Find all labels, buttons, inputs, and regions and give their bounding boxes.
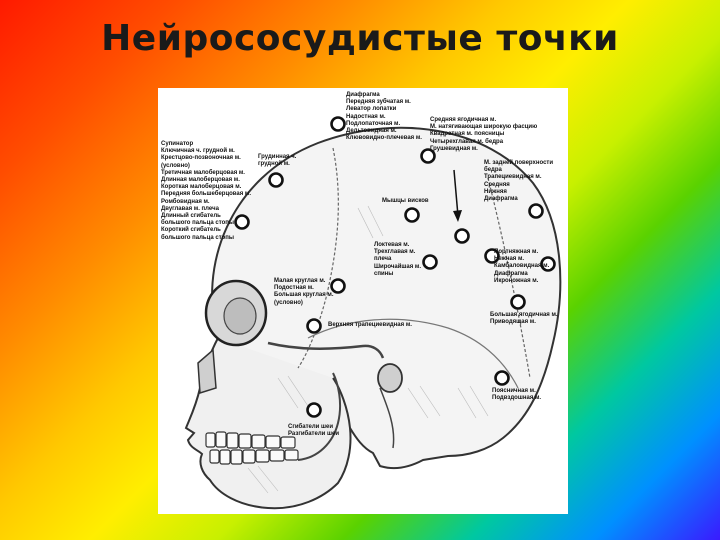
skull-illustration [184, 116, 562, 510]
zygomatic-arch [267, 341, 385, 359]
skull-shading [247, 205, 489, 494]
circle-marker-icon [454, 228, 470, 244]
eye-socket-inner [223, 297, 257, 335]
face-outline [184, 337, 352, 510]
label-left-column: Супинатор Ключичная ч. грудной м. Крестц… [161, 141, 252, 241]
circle-marker-icon [420, 148, 436, 164]
upper-teeth [205, 431, 296, 449]
label-top-right: Средняя ягодичная м. М. натягивающая шир… [430, 117, 538, 152]
label-shoulder: Локтевая м. Трехглавая м. плеча Широчайш… [374, 242, 422, 277]
label-trapezius: Верхняя трапециевидная м. [328, 322, 412, 328]
label-lumbar: Поясничная м. Подвздошная м. [492, 388, 542, 402]
circle-marker-icon [306, 318, 322, 334]
circle-marker-icon [484, 248, 500, 264]
circle-marker-icon [234, 214, 250, 230]
circle-marker-icon [306, 402, 322, 418]
lower-teeth [209, 449, 299, 465]
mastoid-process [379, 387, 395, 449]
label-right-middle: Портняжная м. Нежная м. Камбаловидная м.… [494, 249, 550, 284]
circle-marker-icon [510, 294, 526, 310]
circle-marker-icon [422, 254, 438, 270]
label-eye-muscles: Мышцы висков [382, 198, 429, 204]
circle-marker-icon [528, 203, 544, 219]
circle-marker-icon [330, 278, 346, 294]
ear-canal [377, 363, 403, 393]
circle-marker-icon [494, 370, 510, 386]
label-posterior-thigh: М. задней поверхности бедра Трапециевидн… [484, 160, 554, 203]
circle-marker-icon [268, 172, 284, 188]
label-gluteus: Большая ягодичная м. Приводящая м. [490, 312, 558, 326]
circle-marker-icon [330, 116, 346, 132]
squamous-suture [307, 318, 519, 389]
skull-diagram: Диафрагма Передняя зубчатая м. Леватор л… [158, 88, 568, 514]
slide-title: Нейрососудистые точки [101, 18, 619, 59]
arrow-down-icon [453, 169, 462, 222]
nasal-cavity [197, 348, 217, 394]
circle-marker-icon [404, 207, 420, 223]
label-chest: Грудинная ч. грудной м. [258, 154, 297, 168]
label-neck: Сгибатели шеи Разгибатели шеи [288, 424, 340, 438]
label-round: Малая круглая м. Подостная м. Большая кр… [274, 278, 334, 306]
circle-marker-icon [540, 256, 556, 272]
mandible-ramus [297, 372, 342, 461]
label-top-center: Диафрагма Передняя зубчатая м. Леватор л… [346, 92, 422, 142]
